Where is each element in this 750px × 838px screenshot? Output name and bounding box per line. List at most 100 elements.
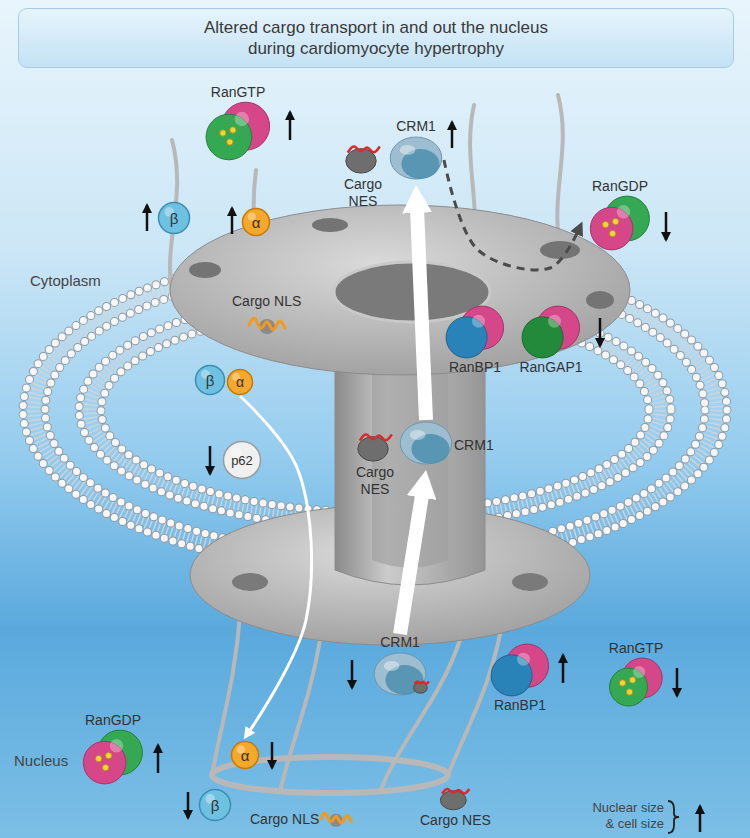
ran-gdp-complex: RanGDP	[585, 178, 655, 251]
nucleotide-dot	[230, 127, 236, 133]
highlight	[384, 661, 400, 671]
highlight	[548, 315, 561, 328]
cytoplasmic-ring	[170, 205, 630, 375]
protein-label: Cargo NES	[340, 176, 386, 210]
protein-letter: p62	[231, 452, 253, 469]
protein-circle	[224, 442, 261, 479]
nes-cargo: Cargo NES	[420, 784, 491, 829]
protein-label: RanBP1	[494, 697, 546, 714]
change-arrow	[562, 655, 565, 683]
highlight	[400, 145, 416, 155]
nes-cargo	[441, 789, 470, 810]
protein-letter: α	[252, 214, 261, 231]
nucleotide-dot	[629, 677, 635, 683]
change-arrow	[665, 212, 668, 240]
nes-signal	[414, 681, 428, 684]
ranbp1-complex: RanBP1	[485, 643, 555, 714]
highlight	[617, 205, 630, 218]
change-arrow	[157, 745, 160, 773]
highlight	[110, 739, 123, 752]
protein-circle	[196, 366, 225, 395]
nuclear-pore-complex	[512, 573, 548, 591]
protein-letter: α	[236, 374, 244, 391]
protein-circle	[228, 370, 253, 395]
protein-label: RanGAP1	[519, 359, 582, 376]
importin-alpha: α	[241, 207, 271, 237]
highlight	[472, 315, 485, 328]
shape-svg	[388, 135, 444, 185]
nes-cargo	[346, 146, 380, 173]
export-arrow	[417, 211, 426, 420]
nls-cargo: Cargo NLS	[250, 806, 353, 832]
nuclear-pore-complex	[232, 573, 268, 591]
nes-signal	[442, 789, 469, 794]
change-arrow	[231, 208, 234, 234]
nls-signal	[321, 813, 352, 823]
shape-svg	[398, 420, 454, 470]
importin-alpha: α	[226, 368, 254, 396]
nes-cargo: Cargo NES	[352, 428, 398, 498]
cytoplasmic-ring	[586, 291, 614, 309]
protein-letter: α	[241, 747, 250, 764]
nucleotide-dot	[612, 218, 618, 224]
compartment-label: Nucleus	[14, 752, 68, 770]
change-arrow	[187, 792, 190, 818]
ran-gtp-complex: RanGTP	[605, 640, 667, 707]
bracket	[668, 801, 679, 833]
crm1-exportin: CRM1	[398, 420, 494, 470]
protein-label: RanBP1	[449, 359, 501, 376]
note-label: Nuclear size & cell size	[584, 800, 664, 832]
importin-alpha	[228, 370, 253, 395]
compartment-label: Cytoplasm	[30, 272, 101, 290]
nucleoporin-p62: p62	[222, 440, 262, 480]
importin-alpha	[232, 742, 259, 769]
rangap1-complex	[522, 306, 580, 358]
crm1-exportin: CRM1	[372, 634, 428, 701]
protein-circle	[159, 203, 190, 234]
highlight	[633, 666, 645, 678]
ran-gdp-complex	[83, 730, 142, 784]
importin-beta	[200, 790, 231, 821]
ranbp1-complex	[446, 306, 504, 358]
export-arrow	[400, 496, 422, 634]
shape-svg	[200, 101, 276, 161]
crm1-exportin	[400, 422, 452, 464]
hydrolysis-arrow	[444, 160, 577, 270]
title: Altered cargo transport in and out the n…	[186, 17, 566, 59]
cytoplasmic-ring	[170, 205, 630, 375]
change-arrow	[351, 660, 354, 688]
nucleotide-dot	[220, 130, 226, 136]
protein-label: RanGDP	[85, 712, 141, 729]
importin-beta	[196, 366, 225, 395]
crm1-body	[390, 137, 442, 179]
ran-gtp-complex	[206, 102, 270, 160]
nls-signal	[249, 318, 285, 329]
change-arrow	[271, 742, 274, 768]
nls-cargo: Cargo NLS	[232, 293, 301, 340]
shape-svg	[485, 643, 555, 697]
shape-svg	[440, 305, 510, 359]
nucleotide-dot	[602, 221, 608, 227]
importin-beta: β	[194, 364, 226, 396]
importin-beta: β	[157, 201, 191, 235]
nucleotide-dot	[105, 752, 111, 758]
importin-beta: β	[198, 788, 232, 822]
protein-label: RanGTP	[609, 640, 663, 657]
protein-label: Cargo NLS	[250, 811, 319, 828]
importin-beta	[159, 203, 190, 234]
basket-filament	[280, 640, 320, 792]
crm1-exportin	[374, 653, 429, 695]
nucleotide-dot	[619, 680, 625, 686]
protein-label: Cargo NES	[420, 812, 491, 829]
ranbp1-complex: RanBP1	[440, 305, 510, 376]
nucleotide-dot	[609, 230, 615, 236]
shape-svg	[319, 806, 353, 832]
change-arrow	[599, 318, 602, 346]
title-banner: Altered cargo transport in and out the n…	[18, 8, 734, 68]
shape-svg	[343, 140, 383, 176]
protein-circle	[232, 742, 259, 769]
protein-letter: β	[206, 372, 215, 389]
change-arrow	[289, 112, 292, 140]
